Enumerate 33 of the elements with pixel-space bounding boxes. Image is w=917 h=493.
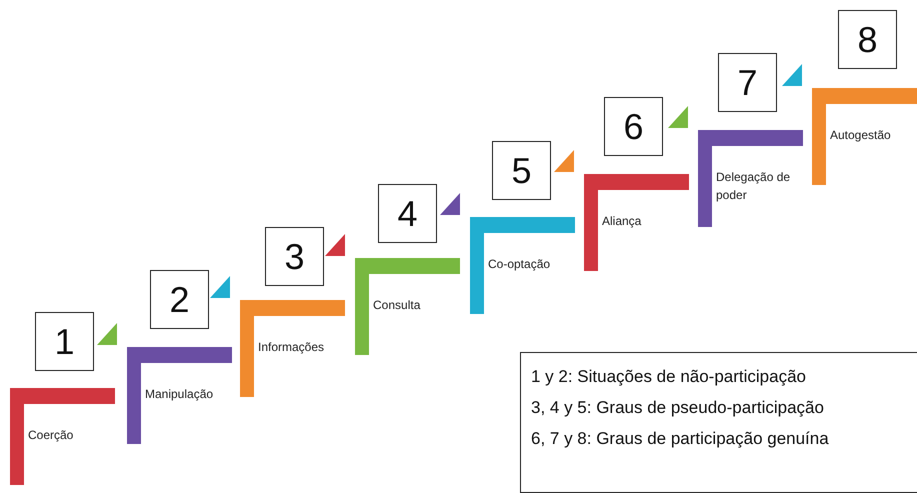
step-number: 3: [284, 236, 305, 278]
step-bar: [554, 150, 689, 271]
step-label: Coerção: [28, 427, 74, 444]
step-number: 7: [737, 62, 758, 104]
note-box: [520, 352, 917, 493]
step-bar: [668, 106, 803, 227]
step-number: 5: [511, 150, 532, 192]
step-label: Informações: [258, 339, 326, 356]
number-box: [604, 97, 663, 156]
number-box: [718, 53, 777, 112]
step-number: 2: [169, 278, 190, 320]
note-text: 3, 4 y 5: Graus de pseudo-participação: [531, 397, 825, 419]
step-number: 1: [54, 320, 75, 362]
step-bar: [97, 323, 232, 444]
number-box: [150, 270, 209, 329]
number-box: [35, 312, 94, 371]
step-label: Co-optação: [488, 256, 552, 273]
step-bar: [325, 234, 460, 355]
step-bar: [440, 193, 575, 314]
step-label: Manipulação: [145, 386, 214, 403]
step-label: Aliança: [602, 213, 642, 230]
note-text: 6, 7 y 8: Graus de participação genuína: [531, 428, 830, 450]
number-box: [838, 10, 897, 69]
step-number: 6: [623, 106, 644, 148]
step-label: Autogestão: [830, 127, 892, 144]
number-box: [378, 184, 437, 243]
step-label: Delegação de poder: [716, 169, 792, 204]
step-label: Consulta: [373, 297, 422, 314]
step-number: 4: [397, 192, 418, 234]
note-text: 1 y 2: Situações de não-participação: [531, 366, 808, 388]
number-box: [265, 227, 324, 286]
step-number: 8: [857, 18, 878, 60]
number-box: [492, 141, 551, 200]
